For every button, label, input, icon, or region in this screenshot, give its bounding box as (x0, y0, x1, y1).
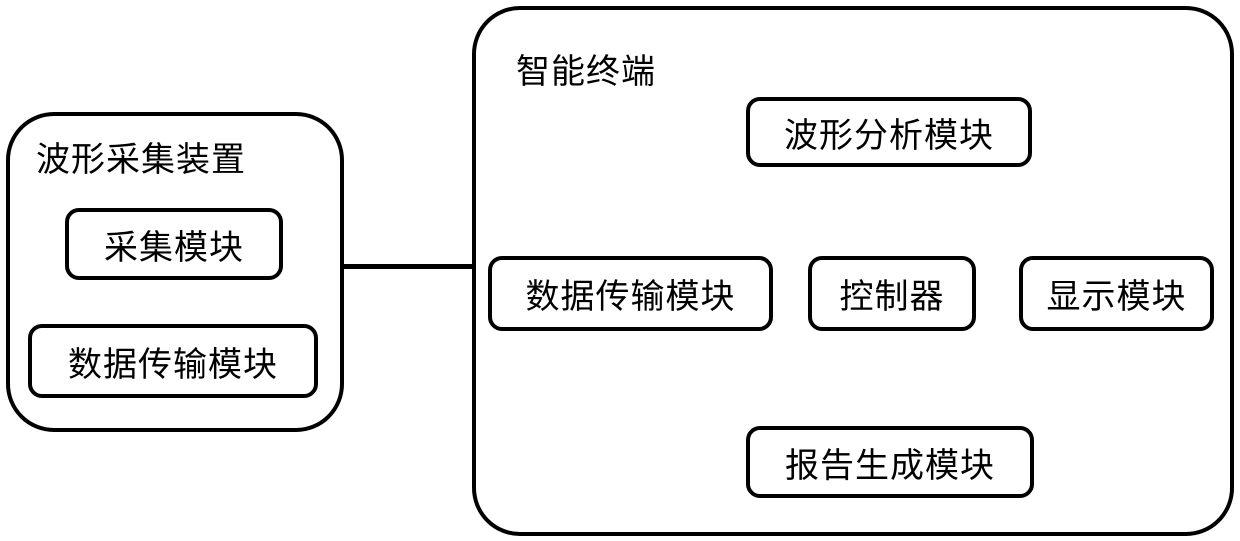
report-generation-module-box: 报告生成模块 (746, 426, 1034, 498)
controller-box: 控制器 (808, 256, 976, 331)
acquisition-device-title: 波形采集装置 (36, 140, 246, 180)
device-transmission-module-box: 数据传输模块 (28, 324, 318, 398)
smart-terminal-title: 智能终端 (516, 52, 656, 92)
display-module-box: 显示模块 (1019, 256, 1214, 331)
waveform-analysis-module-box: 波形分析模块 (746, 97, 1032, 167)
link-device-to-terminal (340, 264, 476, 269)
acquisition-module-box: 采集模块 (65, 208, 283, 280)
terminal-transmission-module-box: 数据传输模块 (488, 256, 773, 331)
